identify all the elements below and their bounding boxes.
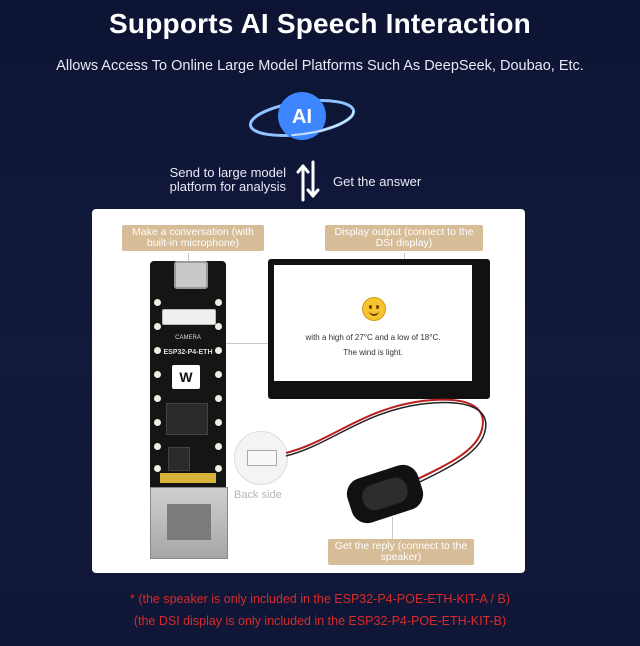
pin-dot xyxy=(215,299,222,306)
screen-text-line2: The wind is light. xyxy=(343,348,403,357)
chip xyxy=(168,447,190,471)
tag-reply: Get the reply (connect to the speaker) xyxy=(328,539,474,565)
usb-c-port xyxy=(174,261,208,289)
pin-dot xyxy=(154,323,161,330)
leader-line-board-display xyxy=(202,343,268,344)
camera-label: CAMERA xyxy=(175,335,201,341)
back-side-label: Back side xyxy=(234,489,282,501)
page-subtitle: Allows Access To Online Large Model Plat… xyxy=(56,58,584,74)
tag-conversation: Make a conversation (with built-in micro… xyxy=(122,225,264,251)
pin-dot xyxy=(215,347,222,354)
waveshare-logo: W xyxy=(172,365,200,389)
speaker xyxy=(342,460,428,528)
leader-line-conv xyxy=(188,253,189,265)
display-note: (the DSI display is only included in the… xyxy=(133,614,507,628)
pin-dot xyxy=(215,395,222,402)
answer-text: Get the answer xyxy=(333,174,422,189)
pin-dot xyxy=(154,465,161,472)
board-model-label: ESP32-P4-ETH xyxy=(163,349,213,356)
pin-dot xyxy=(215,443,222,450)
smiley-icon xyxy=(362,297,386,321)
dsi-display: with a high of 27°C and a low of 18°C. T… xyxy=(268,259,490,399)
leader-line-display xyxy=(404,253,405,263)
page-title: Supports AI Speech Interaction xyxy=(109,8,531,39)
display-screen: with a high of 27°C and a low of 18°C. T… xyxy=(274,265,472,381)
product-panel: Make a conversation (with built-in micro… xyxy=(92,209,525,573)
ai-logo-text: AI xyxy=(292,106,312,128)
pin-dot xyxy=(215,465,222,472)
up-down-arrows-icon xyxy=(296,160,320,202)
esp32-board: CAMERA ESP32-P4-ETH W xyxy=(150,261,228,559)
pin-dot xyxy=(154,395,161,402)
pin-dot xyxy=(215,323,222,330)
pin-dot xyxy=(215,371,222,378)
speaker-note: * (the speaker is only included in the E… xyxy=(129,592,511,606)
send-text: Send to large model platform for analysi… xyxy=(169,165,286,194)
pin-dot xyxy=(154,443,161,450)
tag-display: Display output (connect to the DSI displ… xyxy=(325,225,483,251)
pin-dot xyxy=(154,347,161,354)
chip xyxy=(166,403,208,435)
pin-dot xyxy=(154,419,161,426)
pin-dot xyxy=(215,419,222,426)
speaker-connector xyxy=(247,450,277,466)
gold-pins xyxy=(160,473,216,483)
back-side-view xyxy=(234,431,288,485)
screen-text-line1: with a high of 27°C and a low of 18°C. xyxy=(305,333,441,342)
ethernet-port xyxy=(150,487,228,559)
pin-dot xyxy=(154,371,161,378)
camera-connector xyxy=(162,309,216,325)
pin-dot xyxy=(154,299,161,306)
leader-line-reply xyxy=(392,517,393,539)
ai-logo-icon: AI xyxy=(248,92,356,140)
